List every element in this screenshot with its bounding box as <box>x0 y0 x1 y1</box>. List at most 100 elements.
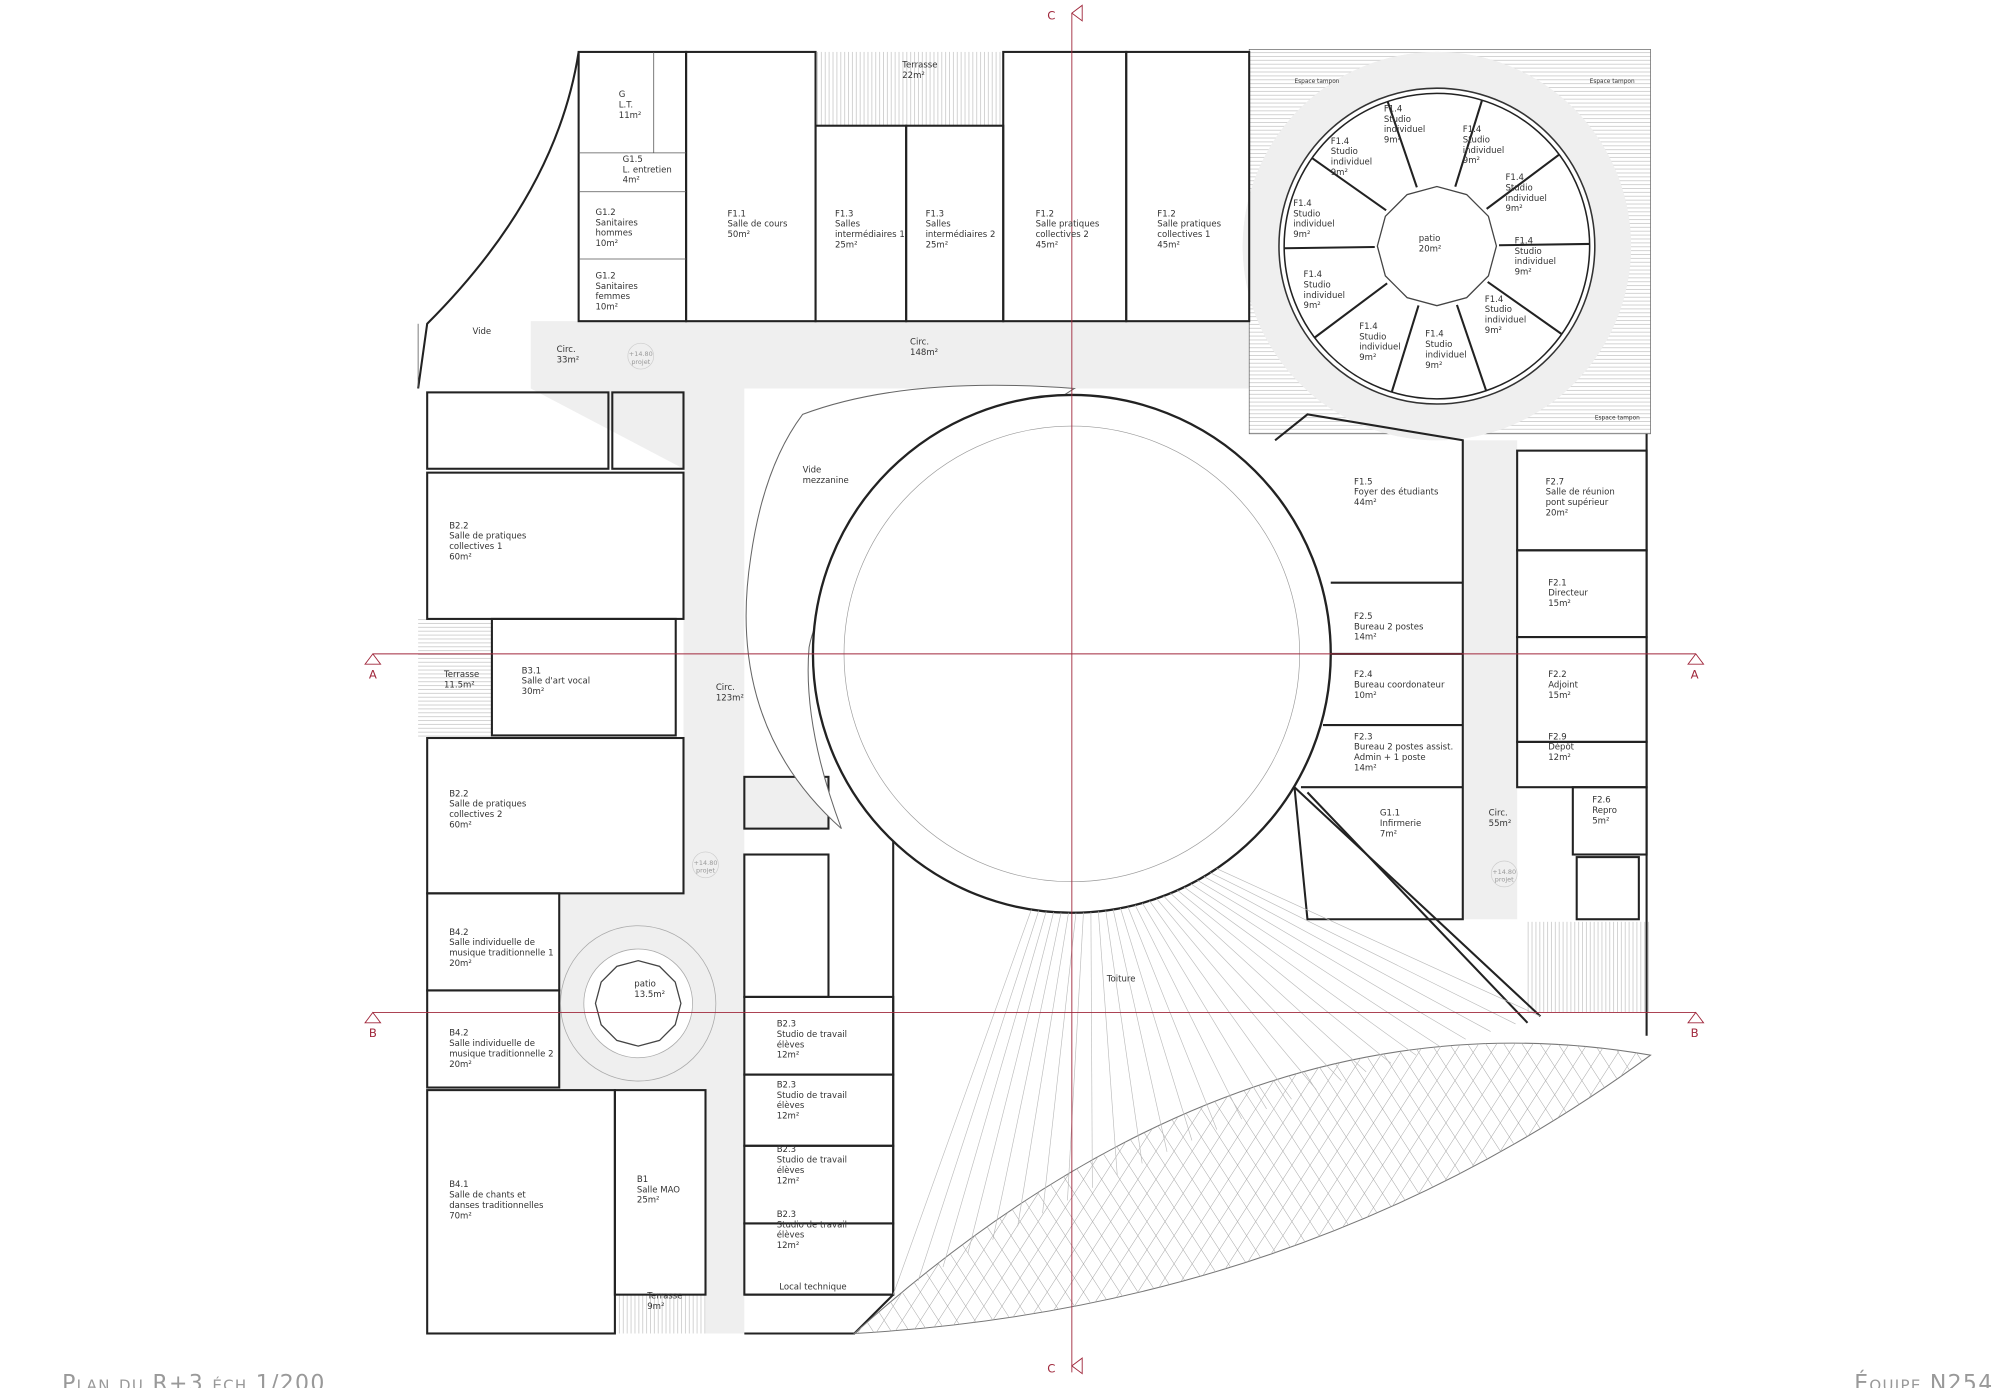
dome-lattice-line <box>215 984 448 1346</box>
roof-line <box>1156 898 1317 1090</box>
dome-lattice-line <box>1610 1043 1651 1334</box>
level-marker-circle <box>627 342 655 370</box>
roof-line <box>1149 900 1292 1100</box>
dome-lattice-line <box>161 984 394 1346</box>
dome-lattice-line <box>1828 984 2000 1346</box>
studio-ring-wall <box>1283 92 1591 400</box>
room-label: Circ.33m² <box>557 345 580 365</box>
dome-lattice-line <box>1501 1043 1651 1334</box>
dome-lattice-line <box>1374 1043 1608 1334</box>
roof-line <box>967 912 1054 1254</box>
studio-partition <box>1386 101 1418 188</box>
dome-lattice-line <box>1465 1043 1651 1334</box>
dome-lattice-line <box>70 984 303 1346</box>
dome-lattice-line <box>1846 984 2000 1346</box>
dome-lattice-line <box>233 984 466 1346</box>
room-label: Espace tampon <box>1590 79 1635 85</box>
dome-lattice-line <box>124 984 357 1346</box>
dome-lattice-line <box>233 984 466 1346</box>
dome-lattice-line <box>1320 1043 1554 1334</box>
dome-lattice-line <box>1810 984 2000 1346</box>
dome-lattice-line <box>1555 1043 1651 1334</box>
dome-lattice-line <box>1501 1043 1651 1334</box>
roof-line <box>1203 876 1491 1032</box>
studio-partition <box>1487 281 1563 335</box>
studio-partition <box>1390 305 1420 393</box>
dome-lattice-line <box>1646 1043 1651 1334</box>
dome-lattice-line <box>1247 1043 1482 1334</box>
roof-line <box>1112 909 1168 1152</box>
walls <box>417 50 1648 1335</box>
dome-lattice-line <box>1792 984 2000 1346</box>
dome-lattice-line <box>1066 1043 1300 1334</box>
studio-partition <box>1499 242 1590 247</box>
roof-line <box>1127 906 1218 1130</box>
studio-partition <box>1454 99 1484 188</box>
dome-lattice-line <box>1338 1043 1572 1334</box>
dome-lattice-line <box>1555 1043 1651 1334</box>
dome-lattice-line <box>1701 984 1934 1346</box>
atrium <box>745 384 1332 914</box>
dome-lattice-line <box>1447 1043 1651 1334</box>
dome-lattice-line <box>1465 1043 1651 1334</box>
dome-lattice-line <box>854 1043 956 1334</box>
dome-lattice-line <box>52 984 285 1346</box>
section-c-bottom: C <box>1047 1361 1055 1375</box>
dome-lattice-line <box>1646 1043 1651 1334</box>
dome-lattice-line <box>1447 1043 1651 1334</box>
room-label: Toiture <box>1106 974 1136 984</box>
dome-lattice-line <box>88 984 321 1346</box>
level-value: +14.80 <box>1492 868 1516 876</box>
room-label: Local technique <box>779 1282 846 1292</box>
room-label: Circ.55m² <box>1489 809 1512 829</box>
dome-lattice-line <box>1175 1043 1409 1334</box>
dome-lattice-line <box>1410 1043 1645 1334</box>
dome-lattice-line <box>106 984 339 1346</box>
room-label: Espace tampon <box>1595 416 1640 422</box>
dome-lattice-line <box>1410 1043 1645 1334</box>
level-value: +14.80 <box>629 350 653 358</box>
dome-lattice-line <box>1755 984 1988 1346</box>
roof-line <box>1098 911 1118 1176</box>
dome-lattice-line <box>161 984 394 1346</box>
dome-lattice-line <box>1610 1043 1651 1334</box>
dome-lattice-line <box>52 984 285 1346</box>
roof-line <box>1067 912 1084 1201</box>
dome-lattice-line <box>1483 1043 1651 1334</box>
roof-line <box>1216 868 1541 1017</box>
dome-lattice-line <box>1138 1043 1373 1334</box>
dome-lattice-line <box>1773 984 2000 1346</box>
dome-lattice-line <box>1719 984 1952 1346</box>
dome-lattice-line <box>1483 1043 1651 1334</box>
dome-lattice-line <box>88 984 321 1346</box>
section-c-top: C <box>1047 9 1055 23</box>
roof-line <box>1183 886 1417 1056</box>
dome-lattice-line <box>1120 1043 1355 1334</box>
dome-lattice-line <box>106 984 339 1346</box>
dome-lattice-line <box>1592 1043 1651 1334</box>
